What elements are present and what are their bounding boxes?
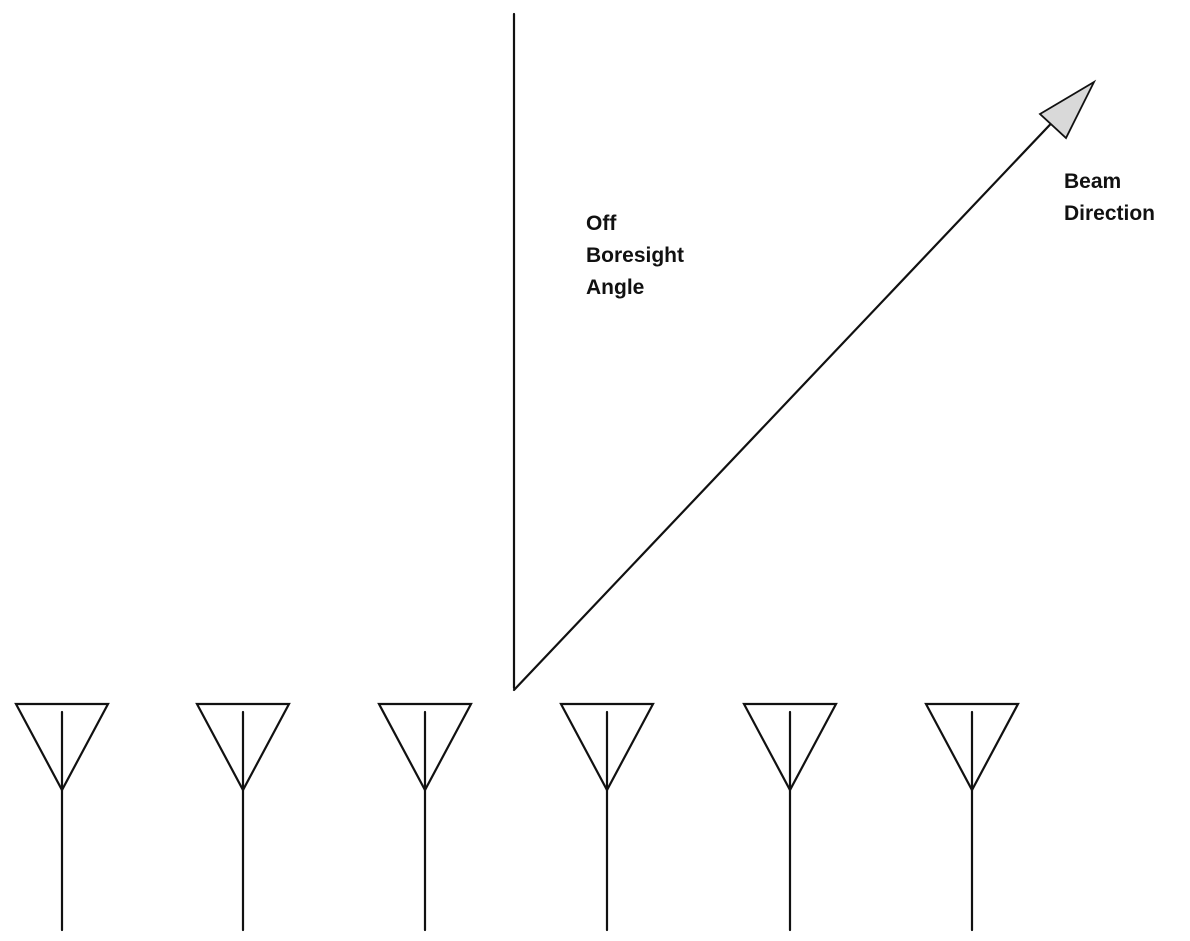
- beam-direction-line: [512, 110, 1064, 692]
- boresight-angle-label: Off Boresight Angle: [586, 212, 690, 299]
- beam-label-line-1: Beam: [1064, 170, 1121, 193]
- beam-label-line-2: Direction: [1064, 202, 1155, 225]
- beam-direction-label: Beam Direction: [1064, 170, 1155, 225]
- antenna-icon: [742, 702, 838, 932]
- antenna-icon: [924, 702, 1020, 932]
- antenna-icon: [195, 702, 291, 932]
- antenna-array: [14, 702, 1020, 932]
- antenna-icon: [559, 702, 655, 932]
- boresight-label-line-1: Off: [586, 212, 617, 235]
- antenna-icon: [377, 702, 473, 932]
- arrowhead-icon: [1038, 79, 1097, 140]
- boresight-label-line-2: Boresight: [586, 244, 684, 267]
- antenna-icon: [14, 702, 110, 932]
- boresight-label-line-3: Angle: [586, 276, 644, 299]
